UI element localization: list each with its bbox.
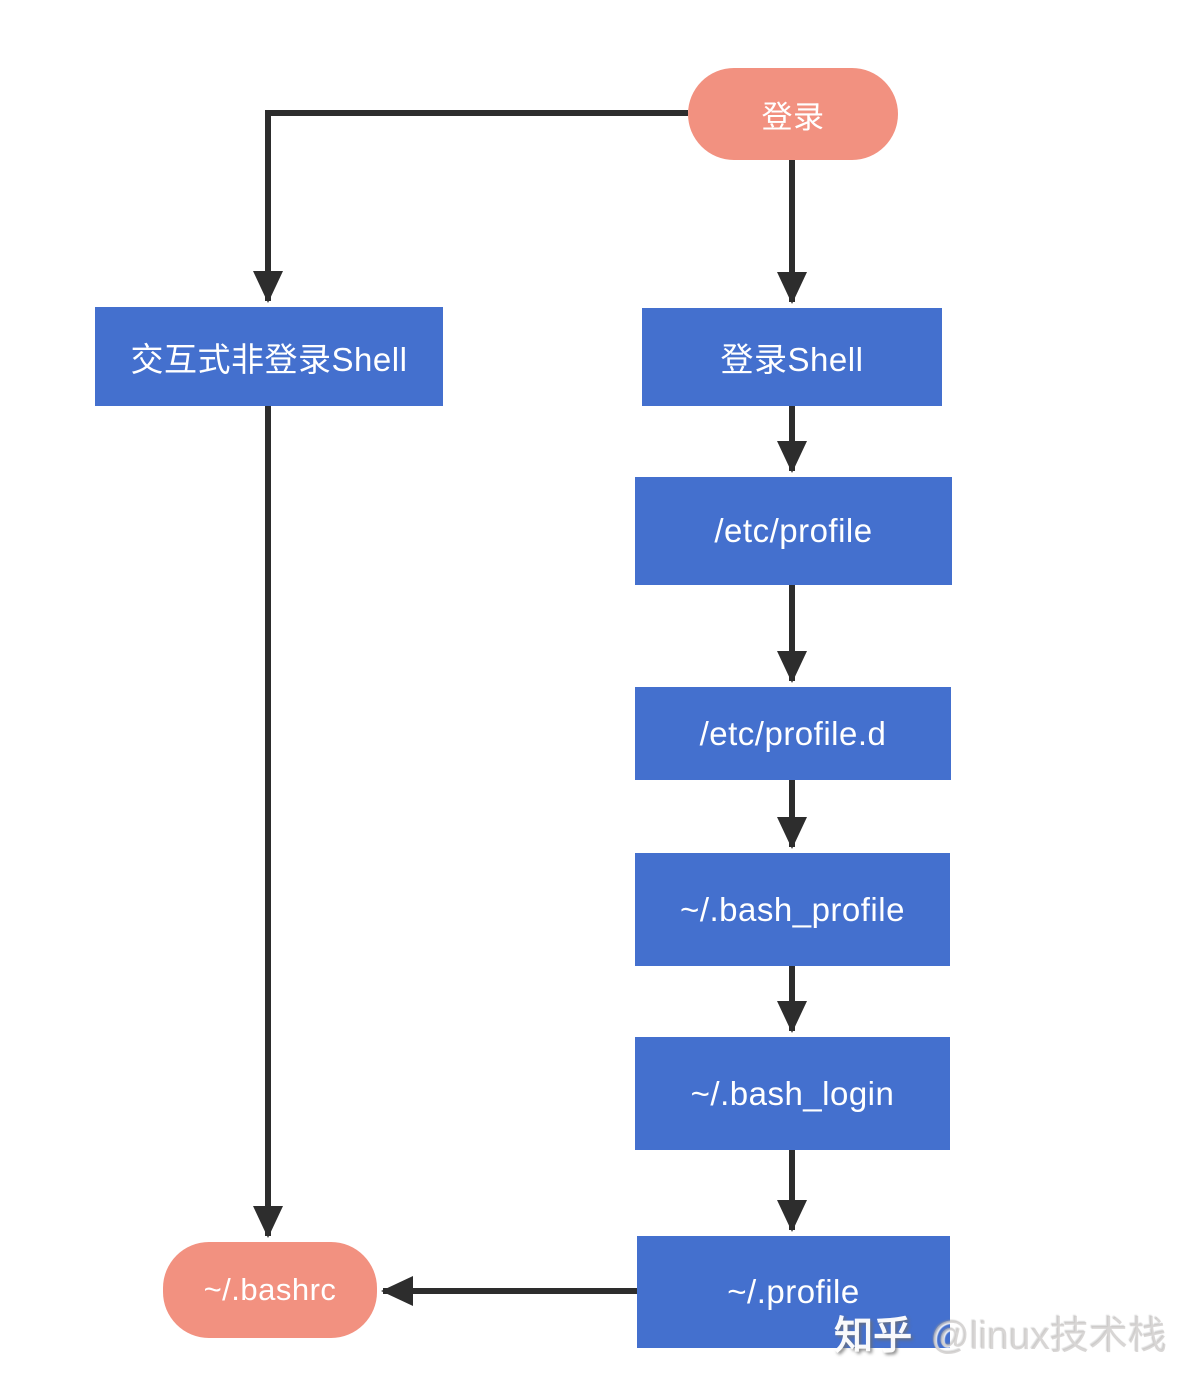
zhihu-watermark: 知乎 @linux技术栈	[834, 1315, 1167, 1359]
node-interactive-nonlogin-shell: 交互式非登录Shell	[95, 307, 443, 406]
edge-login-to-interactive-shell	[253, 110, 688, 303]
node-profile-label: ~/.profile	[727, 1273, 860, 1310]
node-etc-profile-d-label: /etc/profile.d	[699, 714, 887, 752]
watermark-author: @linux技术栈	[930, 1315, 1167, 1358]
node-login-label: 登录	[761, 99, 825, 135]
node-bash-login: ~/.bash_login	[635, 1037, 950, 1150]
node-bash-login-label: ~/.bash_login	[690, 1074, 895, 1112]
node-interactive-nonlogin-shell-label: 交互式非登录Shell	[130, 340, 408, 378]
node-etc-profile-label: /etc/profile	[714, 512, 873, 549]
node-bash-profile-label: ~/.bash_profile	[680, 890, 905, 928]
node-profile: ~/.profile	[637, 1236, 950, 1348]
node-login-shell: 登录Shell	[642, 308, 942, 406]
node-login: 登录	[688, 68, 898, 160]
zhihu-logo-text: 知乎	[834, 1315, 913, 1358]
node-login-shell-label: 登录Shell	[720, 341, 864, 378]
node-etc-profile: /etc/profile	[635, 477, 952, 585]
node-etc-profile-d: /etc/profile.d	[635, 687, 951, 780]
node-bash-profile: ~/.bash_profile	[635, 853, 950, 966]
node-bashrc: ~/.bashrc	[163, 1242, 377, 1338]
node-bashrc-label: ~/.bashrc	[203, 1272, 337, 1307]
